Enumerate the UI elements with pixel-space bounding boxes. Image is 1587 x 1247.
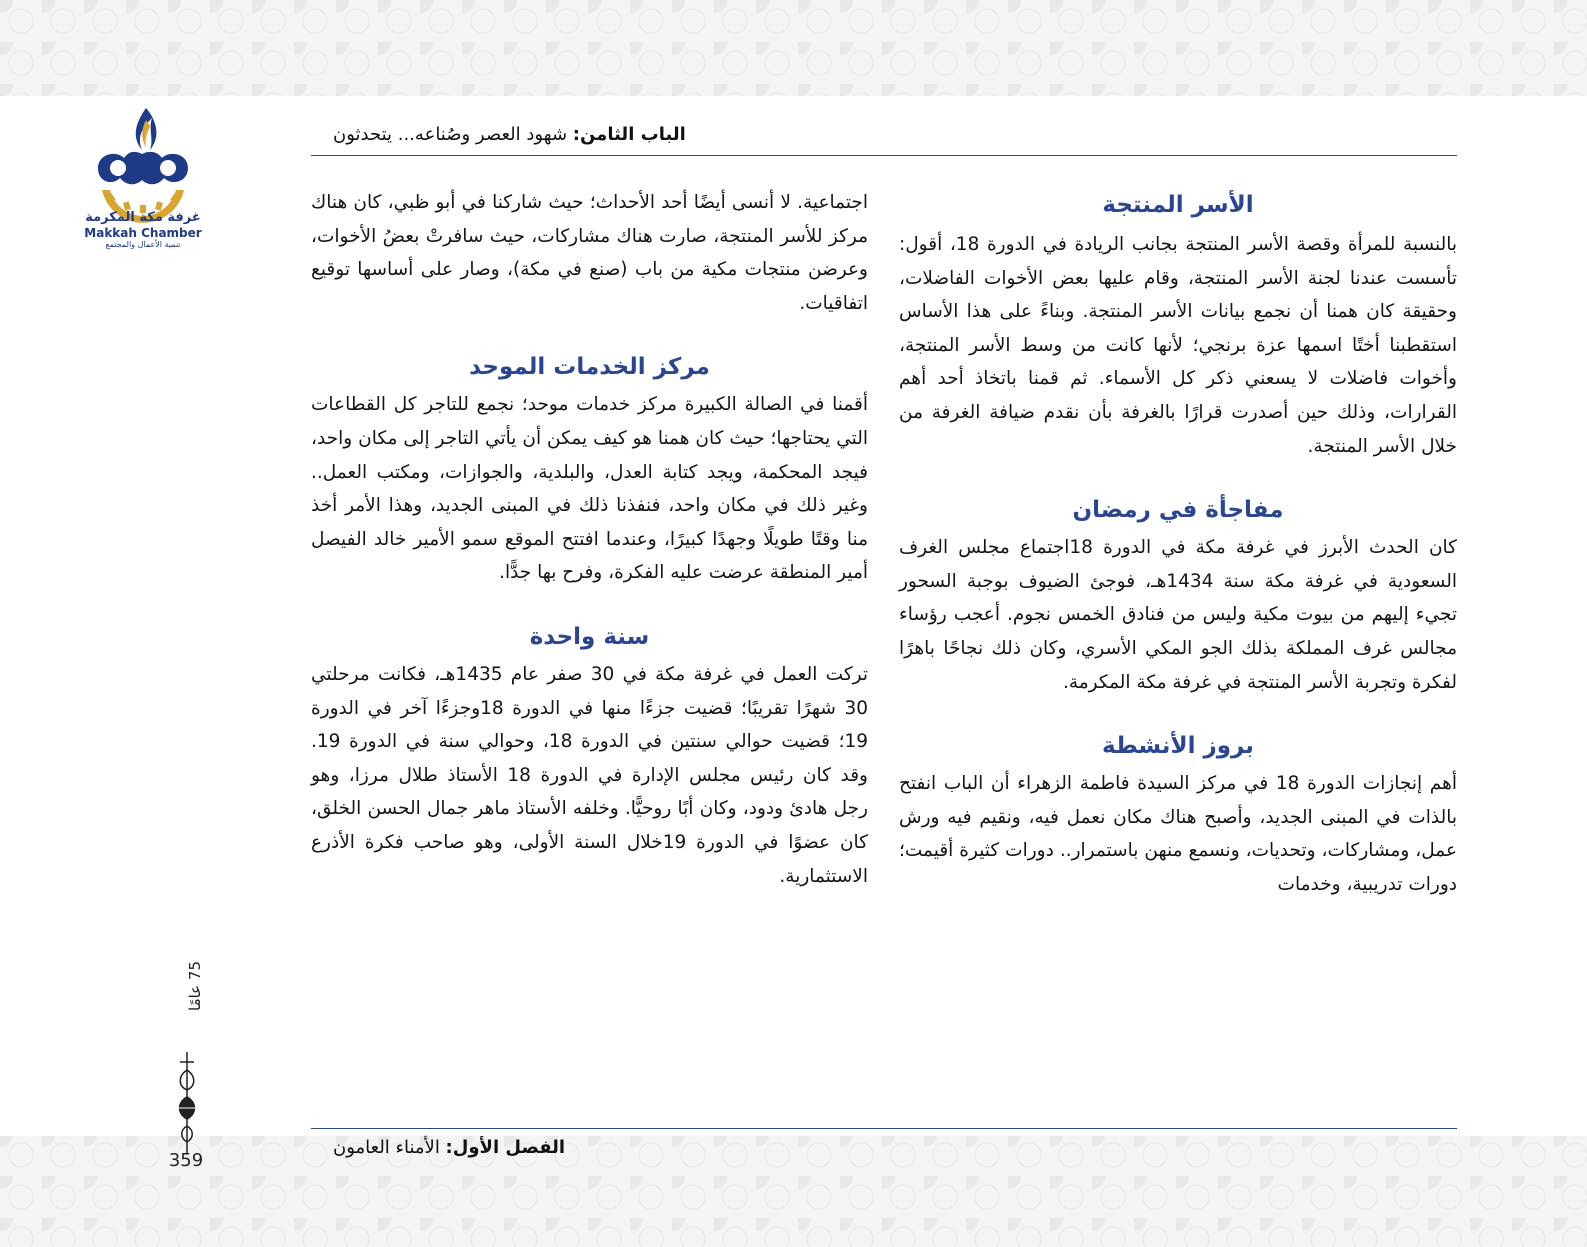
- right-column: الأسر المنتجة بالنسبة للمرأة وقصة الأسر …: [899, 186, 1457, 902]
- ornament-icon: [178, 1052, 196, 1154]
- section-heading-one-year: سنة واحدة: [529, 623, 650, 650]
- section-heading-productive-families: الأسر المنتجة: [1102, 192, 1254, 218]
- header-rule: [311, 155, 1457, 156]
- section-heading-ramadan-surprise: مفاجأة في رمضان: [1072, 497, 1284, 524]
- left-column: اجتماعية. لا أنسى أيضًا أحد الأحداث؛ حيث…: [311, 186, 868, 893]
- logo-name-arabic: غرفة مكة المكرمة: [85, 210, 201, 225]
- section-text-productive-families: بالنسبة للمرأة وقصة الأسر المنتجة بجانب …: [899, 234, 1457, 457]
- section-text-unified-services: أقمنا في الصالة الكبيرة مركز خدمات موحد؛…: [311, 394, 868, 584]
- page-sheet: [0, 96, 1587, 1136]
- footer-rule: [311, 1128, 1457, 1129]
- running-header: الباب الثامن: شهود العصر وصُناعه... يتحد…: [333, 124, 753, 145]
- running-footer: الفصل الأول: الأمناء العامون: [333, 1137, 633, 1158]
- part-label: الفصل الأول:: [445, 1137, 566, 1158]
- section-heading-unified-services: مركز الخدمات الموحد: [469, 354, 710, 381]
- chapter-title: شهود العصر وصُناعه... يتحدثون: [333, 124, 573, 145]
- page-number: 359: [168, 1150, 204, 1171]
- logo-tagline: تنمية الأعمال والمجتمع: [105, 240, 181, 249]
- makkah-chamber-logo-icon: [98, 108, 188, 223]
- part-title: الأمناء العامون: [333, 1137, 446, 1158]
- logo-name-english: Makkah Chamber: [84, 226, 202, 240]
- left-column-intro: اجتماعية. لا أنسى أيضًا أحد الأحداث؛ حيث…: [311, 192, 868, 314]
- section-text-one-year: تركت العمل في غرفة مكة في 30 صفر عام 143…: [311, 663, 869, 887]
- section-text-ramadan-surprise: كان الحدث الأبرز في غرفة مكة في الدورة 1…: [899, 537, 1457, 693]
- section-heading-activities: بروز الأنشطة: [1102, 733, 1254, 760]
- anniversary-label: 75 عامًا: [186, 961, 204, 1011]
- section-text-activities: أهم إنجازات الدورة 18 في مركز السيدة فاط…: [899, 773, 1457, 895]
- chapter-label: الباب الثامن:: [572, 124, 686, 145]
